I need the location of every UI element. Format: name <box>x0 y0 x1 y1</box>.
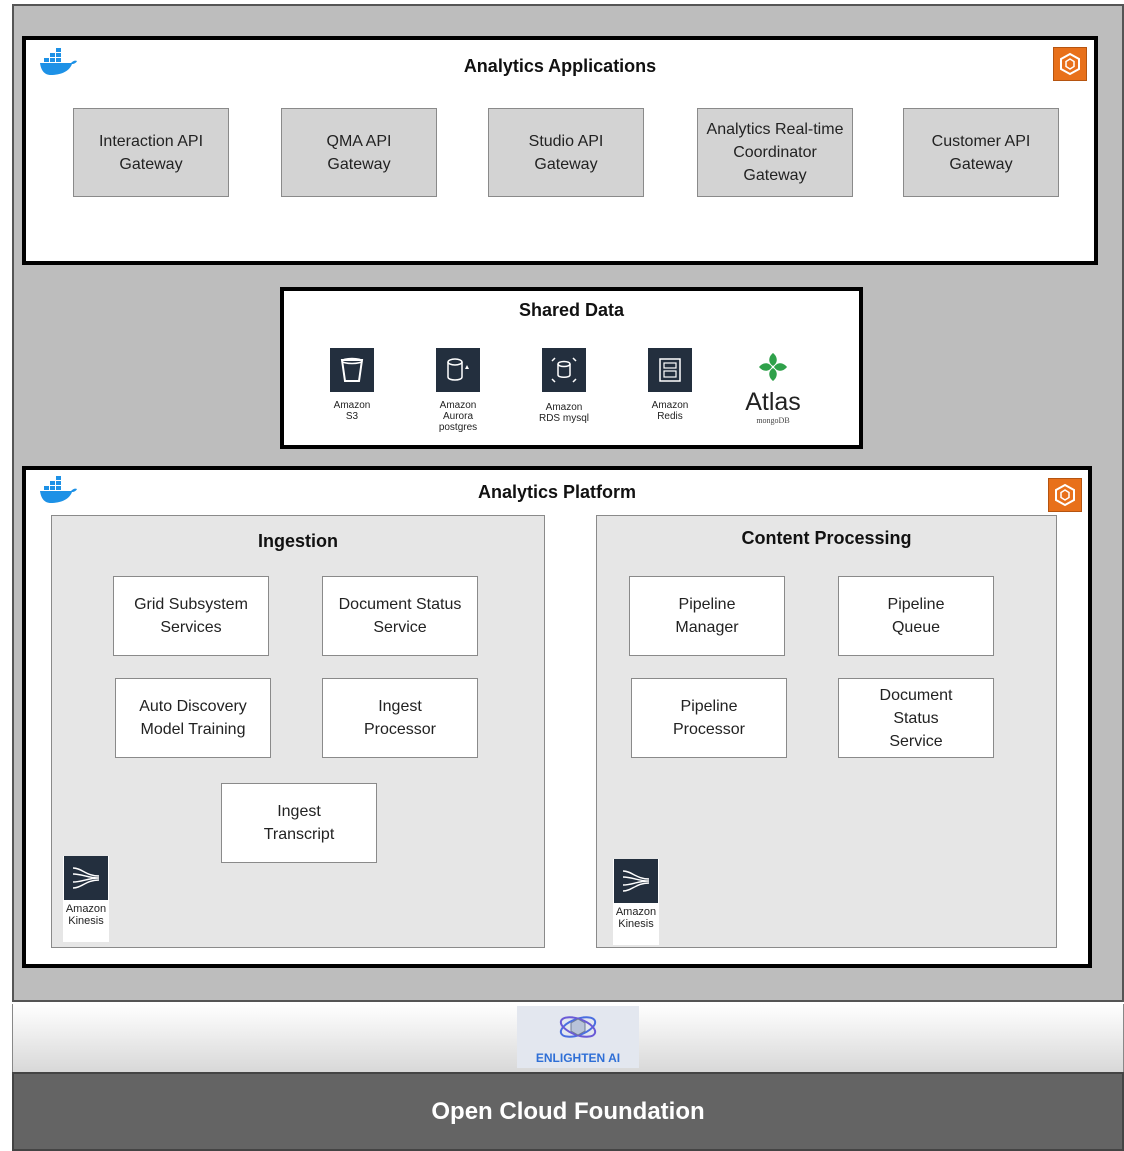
kinesis-tile: Amazon Kinesis <box>613 859 659 945</box>
content-processing-title: Content Processing <box>741 528 912 548</box>
s3-bucket-icon <box>330 348 374 392</box>
analytics-applications-title: Analytics Applications <box>463 56 657 76</box>
auto-discovery-model-training-box: Auto Discovery Model Training <box>115 678 271 758</box>
analytics-platform-section: Analytics Platform Ingestion Grid Subsys… <box>22 466 1092 968</box>
pipeline-queue-box: Pipeline Queue <box>838 576 994 656</box>
qma-api-gateway-box: QMA API Gateway <box>281 108 437 197</box>
rds-label: Amazon RDS mysql <box>538 402 589 424</box>
atlas-wordmark: Atlas <box>745 388 801 416</box>
kinesis-icon <box>64 856 108 900</box>
aws-container-icon <box>1053 47 1087 81</box>
studio-api-gateway-box: Studio API Gateway <box>488 108 644 197</box>
interaction-api-gateway-box: Interaction API Gateway <box>73 108 229 197</box>
kinesis-icon <box>614 859 658 903</box>
kinesis-tile: Amazon Kinesis <box>63 856 109 942</box>
shared-data-section: Shared Data Amazon S3 Amazon Aurora post… <box>280 287 863 449</box>
enlighten-ai-label: ENLIGHTEN AI <box>535 1051 621 1065</box>
content-processing-panel: Content Processing Pipeline Manager Pipe… <box>596 515 1057 948</box>
document-status-service-box: Document Status Service <box>322 576 478 656</box>
open-cloud-foundation-bar: Open Cloud Foundation <box>12 1072 1124 1151</box>
docker-icon <box>40 476 77 503</box>
pipeline-manager-box: Pipeline Manager <box>629 576 785 656</box>
shared-data-title: Shared Data <box>518 300 625 320</box>
enlighten-ai-logo: ENLIGHTEN AI <box>517 1006 639 1068</box>
enlighten-ai-icon <box>559 1016 597 1038</box>
rds-icon <box>542 348 586 392</box>
grid-subsystem-services-box: Grid Subsystem Services <box>113 576 269 656</box>
document-status-service-box: Document Status Service <box>838 678 994 758</box>
pipeline-processor-box: Pipeline Processor <box>631 678 787 758</box>
customer-api-gateway-box: Customer API Gateway <box>903 108 1059 197</box>
mongodb-sub: mongoDB <box>756 416 790 425</box>
analytics-applications-section: Analytics Applications Interaction API G… <box>22 36 1098 265</box>
ingestion-title: Ingestion <box>258 531 338 551</box>
analytics-realtime-coordinator-gateway-box: Analytics Real-time Coordinator Gateway <box>697 108 853 197</box>
atlas-leaf-icon <box>759 353 787 381</box>
mongodb-atlas-logo: Atlas mongoDB <box>740 349 806 429</box>
ingestion-panel: Ingestion Grid Subsystem Services Docume… <box>51 515 545 948</box>
docker-icon <box>40 48 77 75</box>
aws-container-icon <box>1048 478 1082 512</box>
aurora-label: Amazon Aurora postgres <box>438 400 478 433</box>
s3-label: Amazon S3 <box>333 400 371 422</box>
analytics-platform-title: Analytics Platform <box>477 482 637 502</box>
redis-label: Amazon Redis <box>651 400 689 422</box>
kinesis-label: Amazon Kinesis <box>615 906 657 930</box>
ingest-processor-box: Ingest Processor <box>322 678 478 758</box>
aurora-icon <box>436 348 480 392</box>
kinesis-label: Amazon Kinesis <box>65 903 107 927</box>
redis-icon <box>648 348 692 392</box>
ingest-transcript-box: Ingest Transcript <box>221 783 377 863</box>
enlighten-band: ENLIGHTEN AI <box>12 1004 1124 1072</box>
